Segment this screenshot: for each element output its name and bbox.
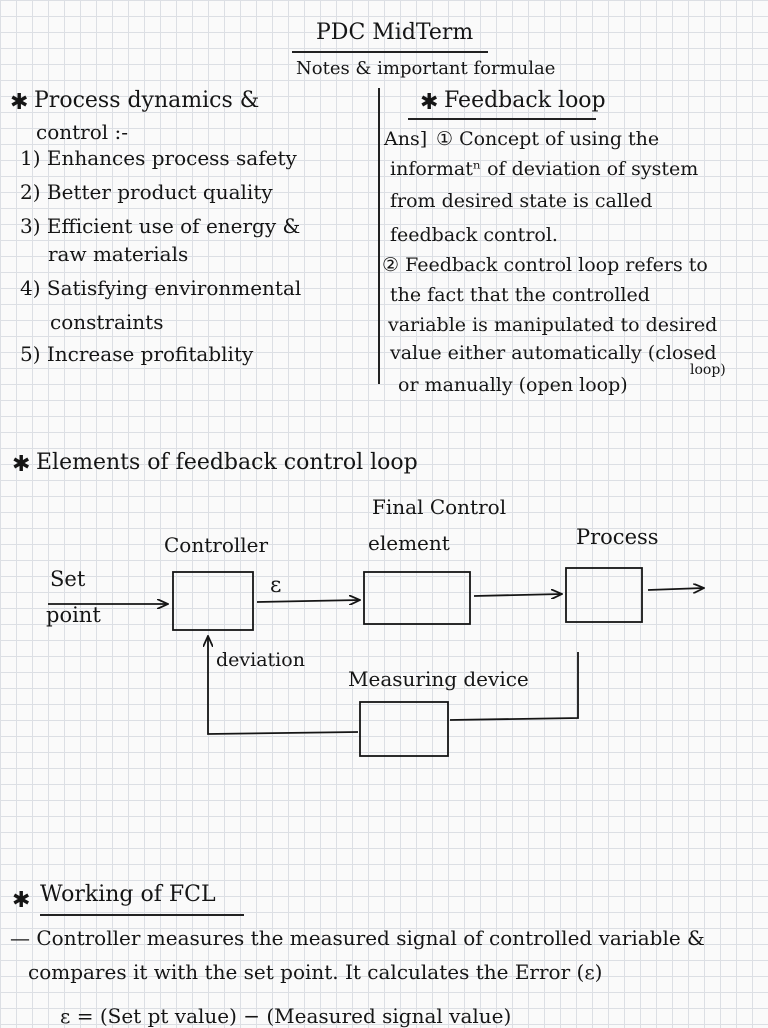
left-item: 5) Increase profitablity <box>20 342 254 366</box>
controller-label: Controller <box>164 533 268 557</box>
page-title: PDC MidTerm <box>316 20 474 45</box>
controller-block <box>172 571 254 631</box>
working-formula: ε = (Set pt value) − (Measured signal va… <box>60 1004 512 1028</box>
process-label: Process <box>576 525 659 549</box>
left-heading: Process dynamics & <box>34 88 260 113</box>
left-item: 2) Better product quality <box>20 180 273 204</box>
column-divider <box>378 88 380 384</box>
output-arrow <box>647 588 704 590</box>
right-line: value either automatically (closed <box>390 342 717 364</box>
manipulated-arrow <box>473 594 562 596</box>
right-line: ② Feedback control loop refers to <box>382 254 708 276</box>
error-arrow <box>256 600 360 602</box>
final-control-element-block <box>363 571 471 625</box>
left-item: 4) Satisfying environmental <box>20 276 302 300</box>
working-line: compares it with the set point. It calcu… <box>28 960 603 984</box>
star-bullet-icon: ✱ <box>10 90 29 115</box>
star-bullet-icon: ✱ <box>12 888 31 913</box>
right-line: informatⁿ of deviation of system <box>390 158 699 180</box>
left-item-continuation: constraints <box>50 310 164 334</box>
left-item: 3) Efficient use of energy & <box>20 214 301 238</box>
left-item: 1) Enhances process safety <box>20 146 297 170</box>
right-heading-underline <box>408 118 596 120</box>
left-item-continuation: raw materials <box>48 242 189 266</box>
working-heading: Working of FCL <box>40 882 216 907</box>
right-line: the fact that the controlled <box>390 284 650 306</box>
element-label: element <box>368 531 450 555</box>
process-block <box>565 567 643 623</box>
set-label: Set <box>50 567 86 591</box>
epsilon-label: ε <box>270 573 281 598</box>
final-control-label: Final Control <box>372 495 506 519</box>
star-bullet-icon: ✱ <box>12 452 31 477</box>
page-subtitle: Notes & important formulae <box>296 58 556 79</box>
ans-label: Ans] <box>384 128 428 150</box>
point-label: point <box>46 603 101 627</box>
elements-heading: Elements of feedback control loop <box>36 450 418 475</box>
right-line-sub: loop) <box>690 362 726 378</box>
feedback-loop-diagram: Final Control element Controller Process… <box>46 495 768 757</box>
star-bullet-icon: ✱ <box>420 90 439 115</box>
deviation-label: deviation <box>216 649 305 671</box>
right-line: ① Concept of using the <box>436 128 660 150</box>
measuring-device-block <box>359 701 449 757</box>
left-heading-line2: control :- <box>36 120 129 144</box>
right-heading: Feedback loop <box>444 88 606 113</box>
working-heading-underline <box>40 914 244 916</box>
right-line: feedback control. <box>390 224 558 246</box>
measuring-device-label: Measuring device <box>348 667 529 691</box>
feedback-path-right <box>449 652 579 721</box>
right-line: or manually (open loop) <box>398 374 628 396</box>
right-line: from desired state is called <box>390 190 653 212</box>
right-line: variable is manipulated to desired <box>388 314 718 336</box>
working-line: — Controller measures the measured signa… <box>10 926 705 950</box>
feedback-path-left <box>208 636 359 735</box>
title-underline <box>292 51 488 53</box>
